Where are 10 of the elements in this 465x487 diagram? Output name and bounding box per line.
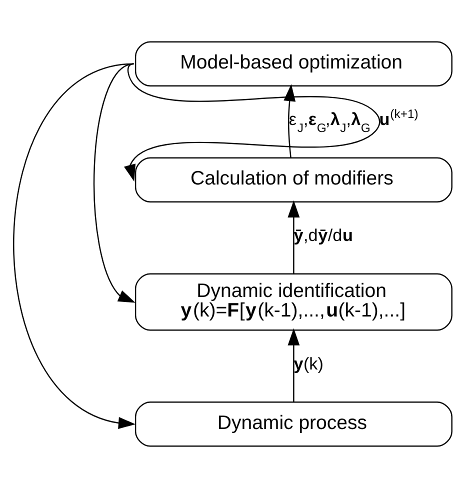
arrow [124, 62, 380, 182]
edge-label: ε$_{J}$,ε$_{G}$,λ$_{J}$,λ$_{G}$ [288, 110, 370, 135]
arrow [13, 62, 136, 428]
node-box: Model-based optimization [134, 40, 452, 86]
edge-label: u$^{(k+1)}$ [379, 106, 418, 129]
node-box: Calculation of modifiers [134, 156, 452, 202]
node-box: Dynamic process [134, 401, 452, 446]
arrow [94, 62, 136, 302]
node-box: Dynamic identification y(k)=F[y(k-1),...,u(k-1),...] [134, 272, 452, 330]
arrow [284, 84, 296, 158]
